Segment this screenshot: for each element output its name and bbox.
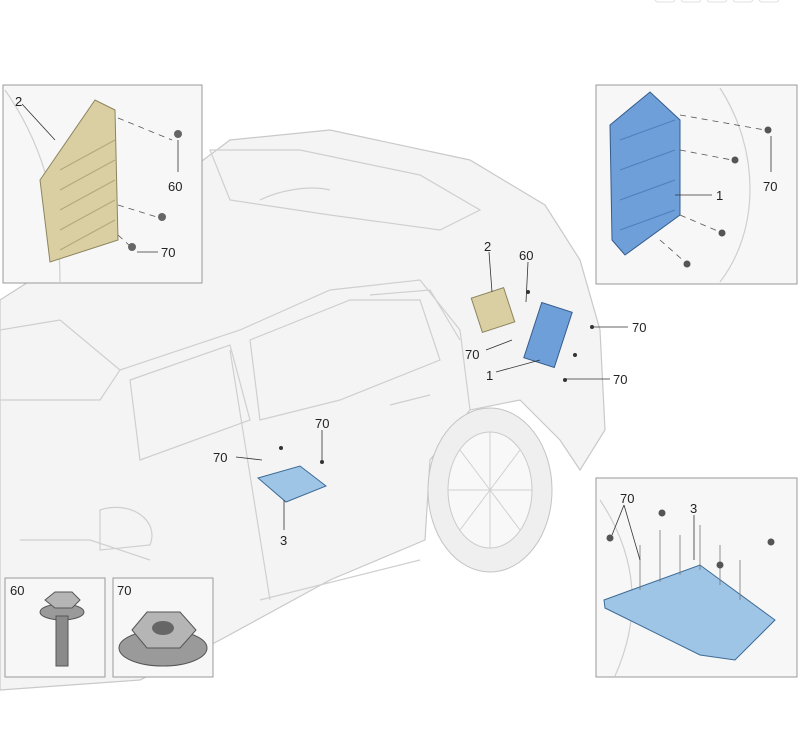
module-3-on-car	[256, 465, 328, 503]
callout-label: 2	[15, 94, 22, 109]
callout-label: 60	[10, 583, 24, 598]
callout-label: 70	[620, 491, 634, 506]
callout-label: 2	[484, 239, 491, 254]
callout-label: 70	[465, 347, 479, 362]
inset-module-1: 1 70	[595, 84, 798, 285]
callout-label: 70	[117, 583, 131, 598]
inset-nut-70: 70	[112, 577, 214, 678]
inset-module-2: 2 60 70	[2, 84, 203, 284]
callout-label: 60	[168, 179, 182, 194]
inset-module-3: 70 3	[595, 477, 798, 678]
callout-label: 60	[519, 248, 533, 263]
callout-leaders	[235, 251, 628, 530]
callout-label: 70	[161, 245, 175, 260]
callout-label: 70	[632, 320, 646, 335]
callout-label: 3	[690, 501, 697, 516]
module-1-on-car	[523, 301, 573, 369]
inset-screw-60: 60	[4, 577, 106, 678]
callout-label: 70	[763, 179, 777, 194]
callout-label: 3	[280, 533, 287, 548]
callout-label: 70	[613, 372, 627, 387]
toolbar-buttons[interactable]	[654, 0, 780, 3]
callout-label: 70	[315, 416, 329, 431]
callout-label: 1	[716, 188, 723, 203]
callout-label: 70	[213, 450, 227, 465]
callout-label: 1	[486, 368, 493, 383]
module-2-on-car	[470, 286, 516, 334]
